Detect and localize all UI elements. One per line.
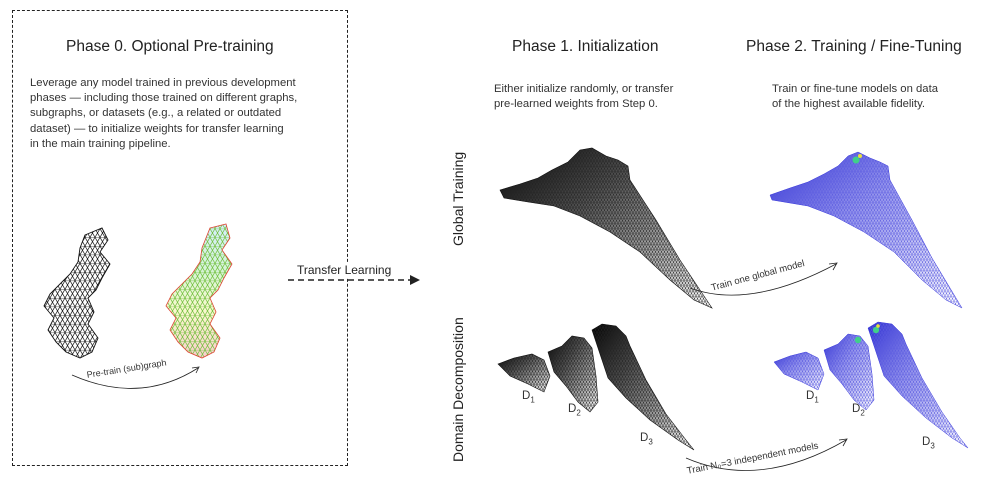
hotspot-marker: [872, 326, 880, 334]
domain-mesh-trained: [773, 321, 969, 449]
hotspot-marker: [854, 336, 862, 344]
hotspot-marker: [852, 156, 860, 164]
global-train-arrow: [689, 263, 837, 296]
transfer-label: Transfer Learning: [296, 263, 393, 277]
global-mesh-init: [499, 147, 713, 309]
row-label-global: Global Training: [450, 151, 466, 246]
row-label-domain: Domain Decomposition: [450, 317, 466, 462]
subdomain-label-3-trained: D3: [922, 436, 935, 451]
domain-train-arrow: [685, 439, 847, 471]
hotspot-marker: [876, 324, 880, 328]
pretrain-arrow: [71, 367, 199, 389]
subdomain-label-1: D1: [522, 390, 535, 405]
subdomain-label-1-trained: D1: [806, 390, 819, 405]
subdomain-label-2-trained: D2: [852, 403, 865, 418]
phase2-description: Train or fine-tune models on data of the…: [772, 83, 938, 111]
phase1-title: Phase 1. Initialization: [512, 38, 659, 55]
phase1-description: Either initialize randomly, or transfer …: [494, 83, 674, 111]
phase0-graphics: [43, 223, 233, 389]
phase0-description: Leverage any model trained in previous d…: [30, 77, 298, 150]
phase2-title: Phase 2. Training / Fine-Tuning: [746, 38, 962, 55]
phase0-panel: [12, 10, 348, 466]
subdomain-label-2: D2: [568, 403, 581, 418]
global-mesh-trained: [769, 151, 963, 309]
phase0-title: Phase 0. Optional Pre-training: [66, 38, 274, 55]
pretrain-mesh-black: [43, 227, 111, 359]
transfer-arrow: [288, 275, 420, 285]
hotspot-marker: [858, 154, 862, 158]
mesh-graphics: [497, 147, 969, 471]
domain-mesh-init: [497, 323, 695, 451]
pretrain-mesh-colored: [165, 223, 233, 359]
subdomain-label-3: D3: [640, 432, 653, 447]
